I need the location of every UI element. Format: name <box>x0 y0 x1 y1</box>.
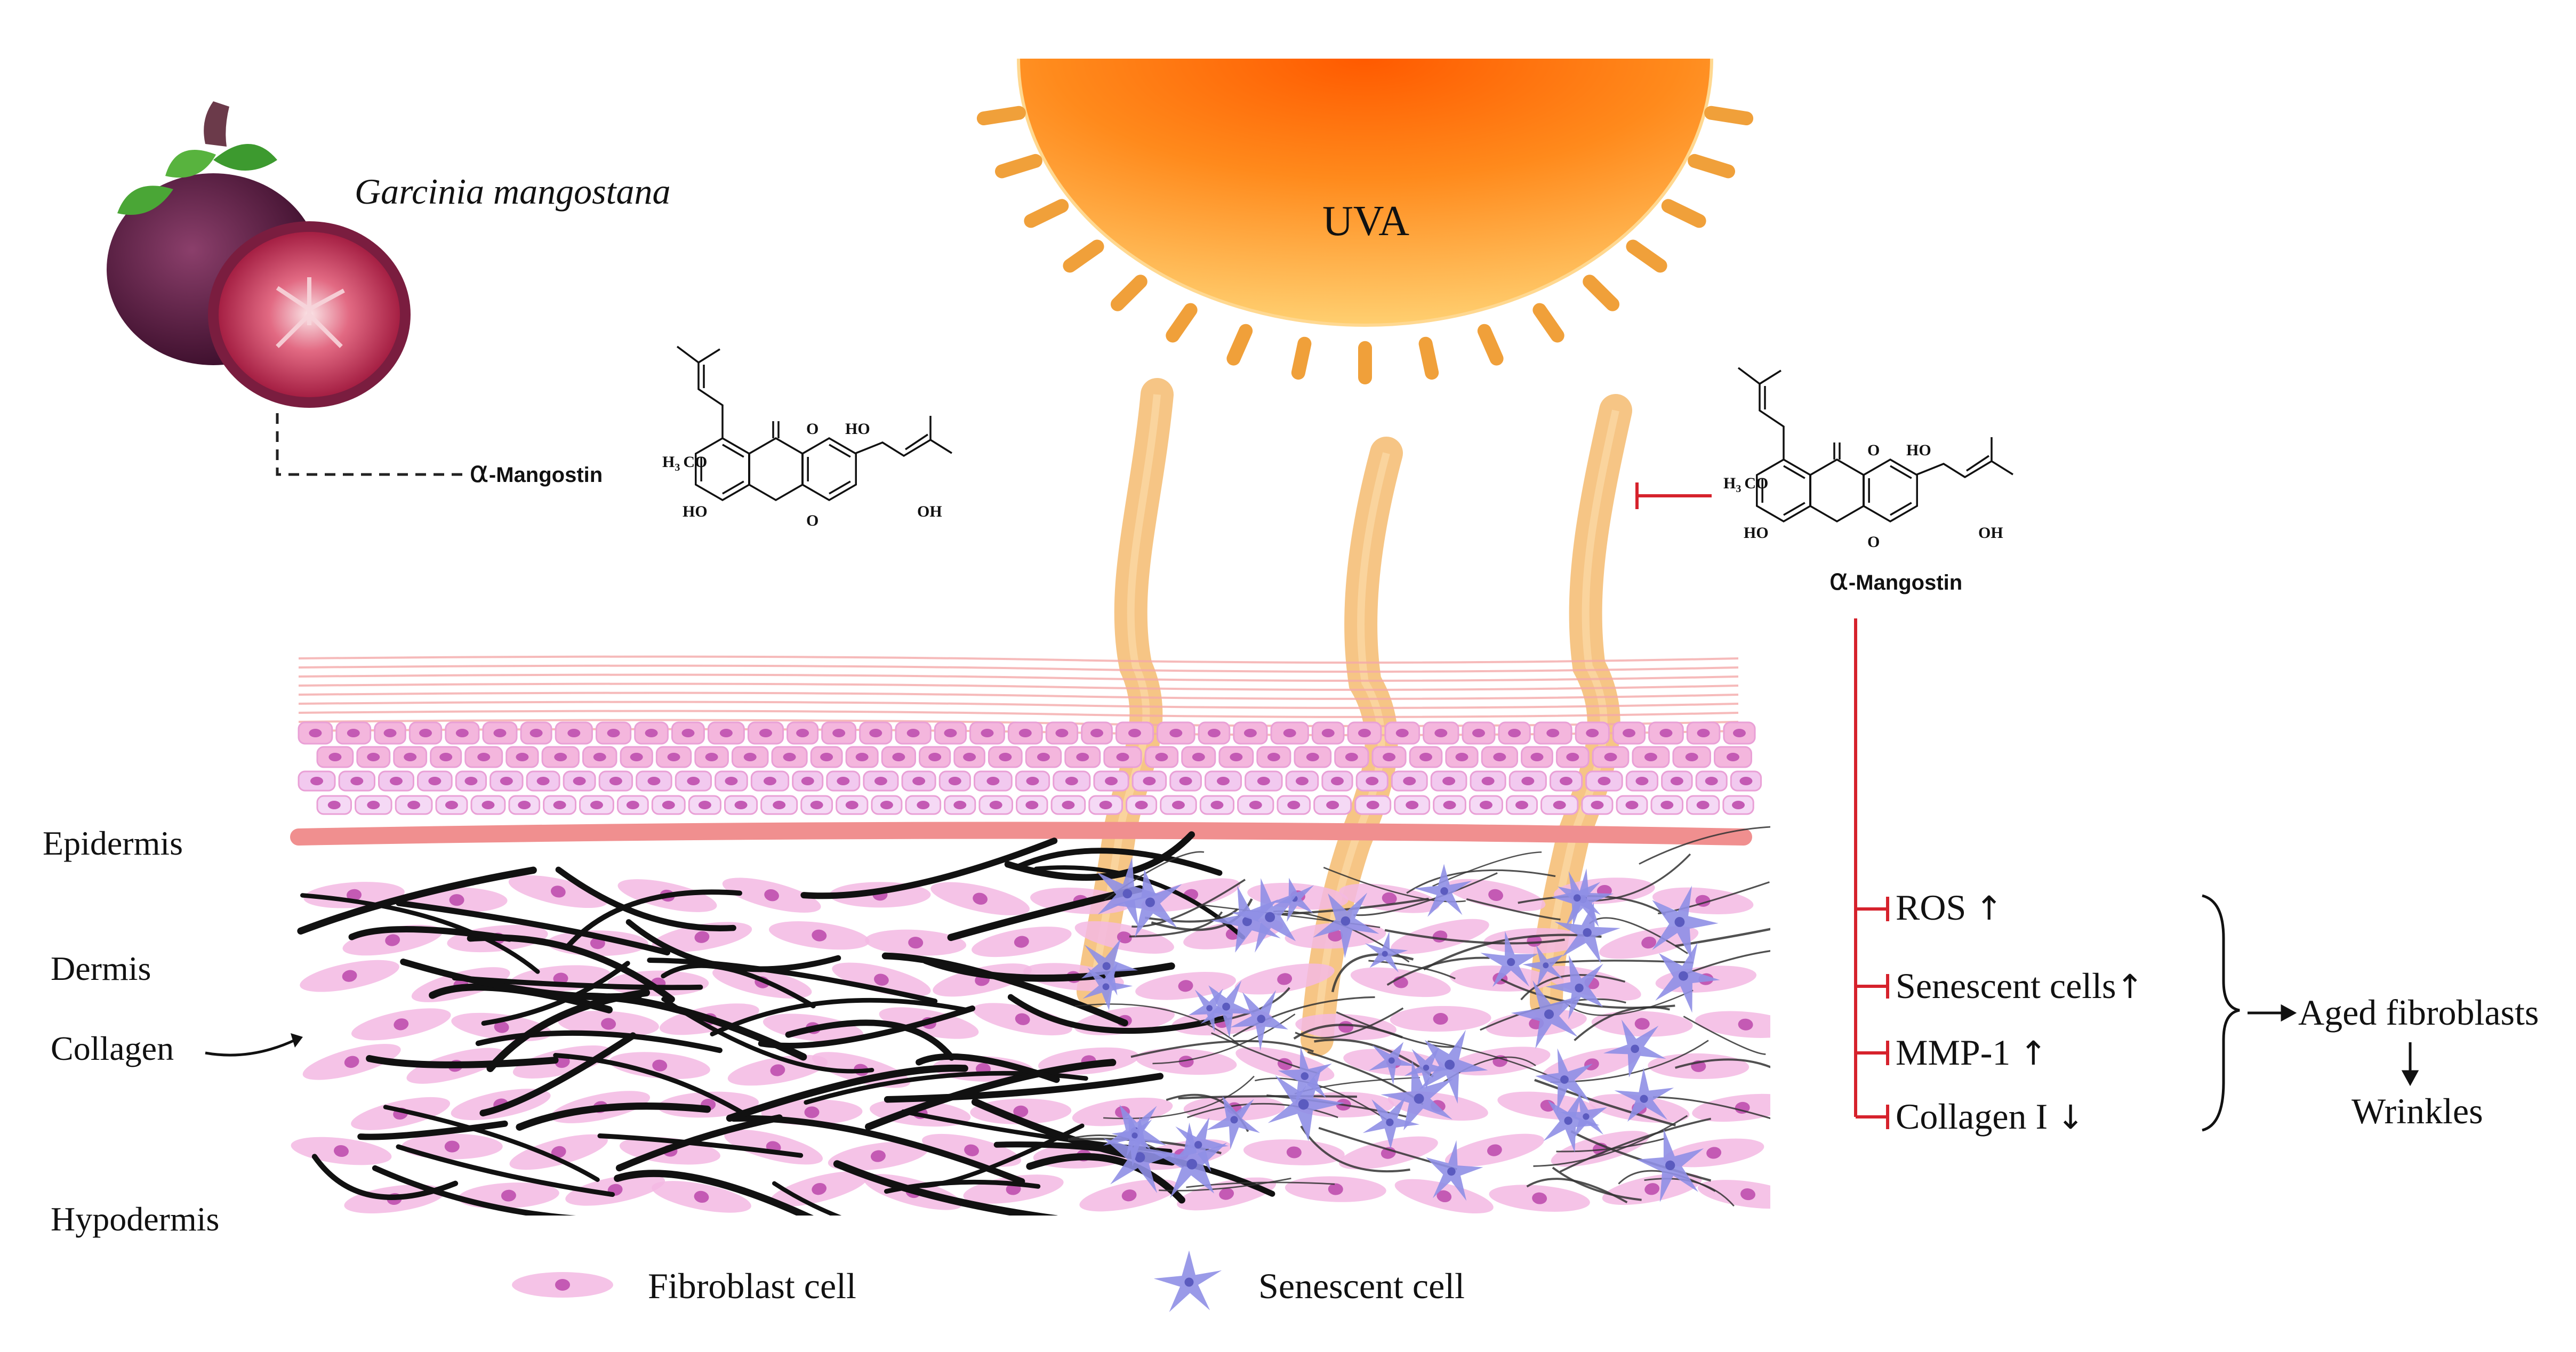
dermis-label: Dermis <box>51 949 151 987</box>
mangosteen-leader-line <box>276 413 464 476</box>
sun-ray <box>1166 303 1198 343</box>
collagen-pointer <box>205 1038 297 1057</box>
sun-ray <box>1110 275 1147 311</box>
left-hydroxyl-right: OH <box>917 503 942 520</box>
right-hydroxyl-right: OH <box>1978 524 2003 542</box>
legend-fibroblast-label: Fibroblast cell <box>648 1266 856 1306</box>
sun-ray <box>1024 199 1069 228</box>
basement-membrane <box>290 822 1752 846</box>
alpha-mangostin-structure-right <box>1737 367 2013 523</box>
alpha-mangostin-structure-left <box>676 345 952 502</box>
legend-senescent-label: Senescent cell <box>1258 1266 1465 1306</box>
sun-icon <box>976 58 1754 384</box>
sun-ray <box>1532 303 1564 343</box>
epidermis-label: Epidermis <box>43 824 183 862</box>
inhibition-lines <box>1635 482 1889 1129</box>
source-compound-label: α-Mangostin <box>469 457 603 487</box>
outcome-wrinkles: Wrinkles <box>2352 1091 2483 1131</box>
sun-ray <box>1688 154 1736 179</box>
mangosteen-illustration <box>107 101 411 408</box>
sun-ray <box>1418 336 1439 380</box>
senescent-legend-icon <box>1153 1250 1222 1313</box>
collagen-fibers-healthy <box>297 831 1275 1216</box>
sun-ray <box>1477 324 1504 366</box>
right-oxo: O <box>1867 441 1880 459</box>
sun-ray <box>1226 324 1253 366</box>
effects-brace <box>2202 894 2240 1132</box>
left-hydroxyl-top: HO <box>845 420 870 438</box>
outcome-aged-fibroblasts: Aged fibroblasts <box>2298 992 2539 1033</box>
right-hydroxyl-top: HO <box>1906 441 1931 459</box>
effect-senescent-cells: Senescent cells↑ <box>1896 965 2144 1006</box>
skin-cross-section <box>289 655 1770 1216</box>
sun-rays <box>976 106 1754 384</box>
sun-ray <box>1704 106 1754 126</box>
sun-ray <box>994 154 1042 179</box>
sun-ray <box>1291 336 1312 380</box>
left-ring-oxygen: O <box>806 512 819 529</box>
left-oxo: O <box>806 420 819 438</box>
sun-ray <box>976 106 1026 126</box>
alpha-symbol: α <box>469 455 489 489</box>
effect-mmp1: MMP-1 ↑ <box>1896 1032 2048 1073</box>
right-hydroxyl-left: HO <box>1744 524 1769 542</box>
alpha-symbol: α <box>1829 562 1849 597</box>
right-methoxy: H3 CO <box>1723 474 1769 495</box>
right-compound-label: α-Mangostin <box>1829 565 1962 595</box>
sun-label: UVA <box>1322 198 1410 245</box>
epidermal-cells <box>298 721 1762 815</box>
sun-ray <box>1626 239 1667 273</box>
outcome-arrows <box>2248 1004 2419 1087</box>
species-name: Garcinia mangostana <box>355 171 671 212</box>
sun-ray <box>1063 239 1104 273</box>
fibroblast-legend-icon <box>512 1272 613 1298</box>
left-hydroxyl-left: HO <box>683 503 708 520</box>
right-ring-oxygen: O <box>1867 533 1880 551</box>
right-compound-text: -Mangostin <box>1848 571 1963 594</box>
source-compound-text: -Mangostin <box>488 463 603 487</box>
left-methoxy: H3 CO <box>662 453 708 473</box>
hypodermis-label: Hypodermis <box>51 1200 220 1238</box>
sun-ray <box>1583 275 1620 311</box>
effect-ros: ROS ↑ <box>1896 887 2003 928</box>
sun-ray <box>1661 199 1706 228</box>
collagen-label: Collagen <box>51 1029 174 1067</box>
effect-collagen-i: Collagen I ↓ <box>1896 1096 2085 1137</box>
